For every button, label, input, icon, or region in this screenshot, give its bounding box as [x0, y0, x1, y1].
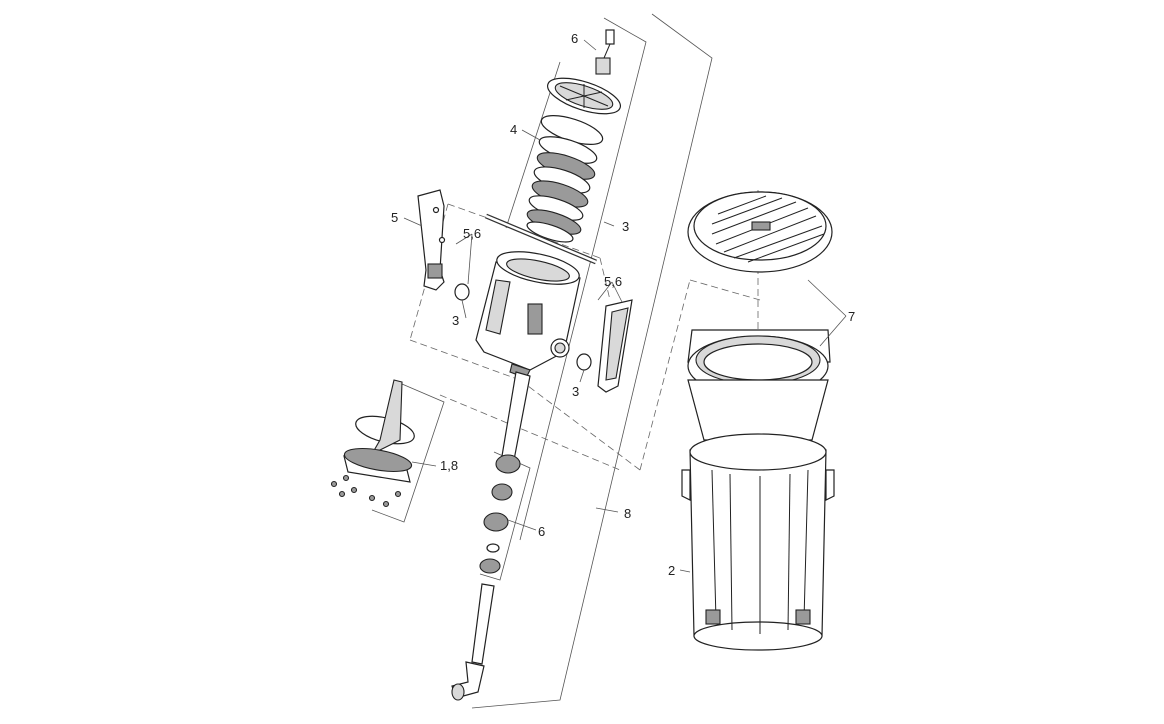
bracket-18-outline: [371, 383, 445, 523]
central-pipe: [501, 371, 531, 461]
bottom-pipe-elbow: [451, 583, 495, 701]
label-part-2: 2: [668, 563, 675, 578]
bracket-3-outline: [519, 17, 647, 541]
label-part-5: 5: [391, 210, 398, 225]
label-part-56-left: 5,6: [463, 226, 481, 241]
o-ring-left: [454, 283, 470, 301]
label-part-6-top: 6: [571, 31, 578, 46]
label-part-18: 1,8: [440, 458, 458, 473]
part-labels: 6 4 5 5,6 3 3 5,6 3 7 1,8 6 8 2: [391, 31, 855, 578]
label-part-8: 8: [624, 506, 631, 521]
main-housing: [475, 251, 581, 379]
label-part-4: 4: [510, 122, 517, 137]
o-ring-right: [576, 353, 592, 371]
fitting-stack: [479, 454, 521, 574]
screws: [330, 474, 402, 508]
label-part-3-left: 3: [452, 313, 459, 328]
left-mounting-bracket: [417, 189, 446, 291]
filter-ring-stack: [526, 115, 604, 243]
right-clip-part: [597, 299, 633, 393]
valve-top-part: [595, 29, 615, 75]
label-part-3-right: 3: [572, 384, 579, 399]
leader-lines: [403, 39, 847, 573]
bracket-8-outline: [471, 13, 713, 709]
label-part-3-upper: 3: [622, 219, 629, 234]
base-cone-part: [330, 379, 415, 508]
label-part-56-right: 5,6: [604, 274, 622, 289]
label-part-7: 7: [848, 309, 855, 324]
label-part-6-bottom: 6: [538, 524, 545, 539]
grid-cover: [687, 191, 833, 273]
top-grid-plate: [547, 77, 621, 115]
container-ribs: [711, 469, 809, 634]
main-container: [681, 329, 835, 651]
